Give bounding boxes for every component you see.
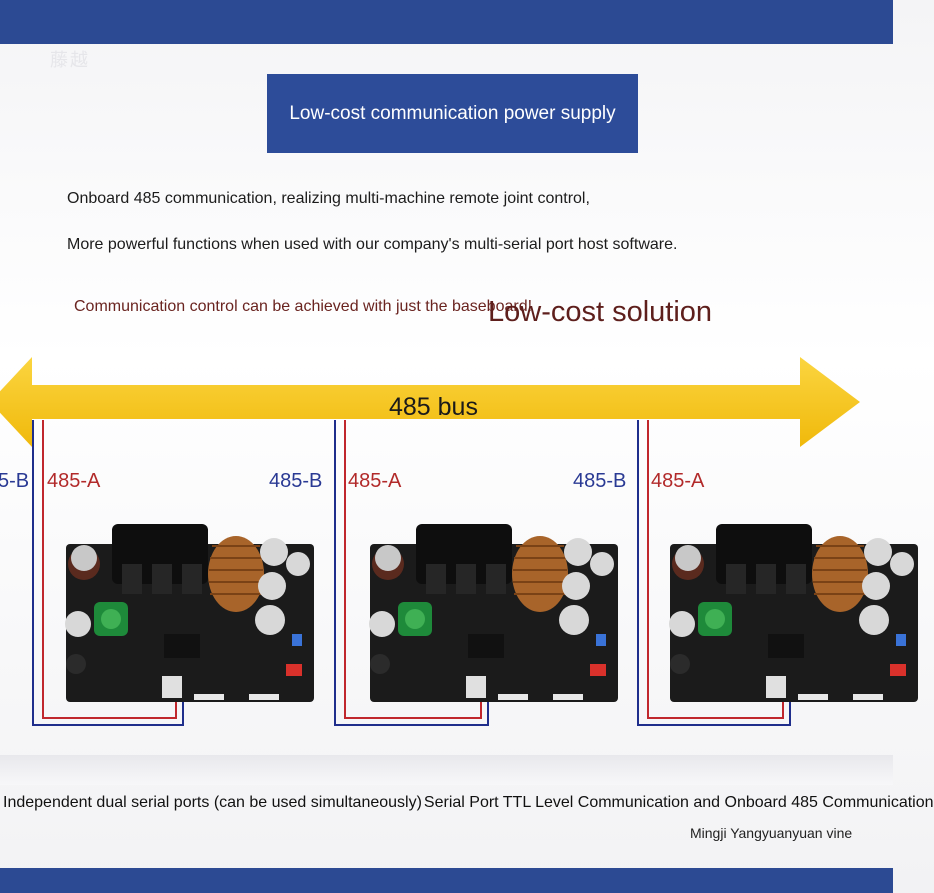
bottom-footer-bar xyxy=(0,868,893,893)
bus-arrow-icon xyxy=(0,357,860,447)
description-line-1: Onboard 485 communication, realizing mul… xyxy=(67,190,590,207)
wire-label-b-1: 5-B xyxy=(0,470,30,492)
brand-logo-text: 藤越 xyxy=(50,50,90,71)
credit-text: Mingji Yangyuanyuan vine xyxy=(690,825,853,841)
pcb-board-image xyxy=(369,524,618,702)
footer-caption-part-2: Serial Port TTL Level Communication and … xyxy=(423,794,934,811)
wire-label-b-3: 485-B xyxy=(573,470,627,492)
description-line-2: More powerful functions when used with o… xyxy=(67,236,678,253)
top-header-bar xyxy=(0,0,893,44)
solution-heading: Low-cost solution xyxy=(488,296,713,328)
baseboard-note: Communication control can be achieved wi… xyxy=(74,298,533,315)
footer-caption: Independent dual serial ports (can be us… xyxy=(3,794,934,812)
pcb-board-image xyxy=(669,524,918,702)
floor-shadow xyxy=(0,755,893,785)
wire-label-a-3: 485-A xyxy=(651,470,705,492)
wire-label-a-2: 485-A xyxy=(348,470,402,492)
bus-label: 485 bus xyxy=(389,393,478,421)
wiring-diagram xyxy=(32,420,791,726)
wire-label-b-2: 485-B xyxy=(269,470,323,492)
title-banner: Low-cost communication power supply xyxy=(267,74,638,153)
pcb-board-image xyxy=(65,524,314,702)
page-title: Low-cost communication power supply xyxy=(289,102,616,124)
wire-label-a-1: 485-A xyxy=(47,470,101,492)
footer-caption-part-1: Independent dual serial ports (can be us… xyxy=(3,794,422,811)
